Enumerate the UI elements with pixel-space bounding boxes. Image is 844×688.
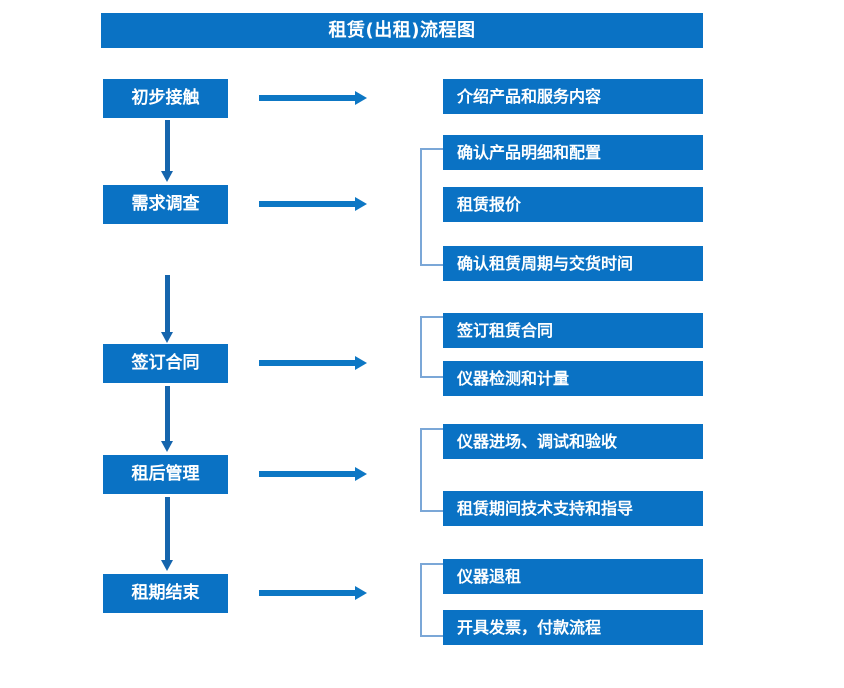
task-label: 租赁报价: [457, 194, 522, 214]
arrow-shaft: [259, 95, 356, 101]
task-box-instrument-entry-commissioning-acceptance[interactable]: 仪器进场、调试和验收: [443, 424, 703, 459]
stage-label: 租后管理: [131, 464, 200, 484]
stage-box-post-rental-management[interactable]: 租后管理: [103, 455, 228, 494]
task-box-rental-quotation[interactable]: 租赁报价: [443, 187, 703, 222]
arrow-head-icon: [355, 91, 367, 105]
task-label: 签订租赁合同: [457, 320, 554, 340]
stage-box-requirement-survey[interactable]: 需求调查: [103, 185, 228, 224]
arrow-head-icon: [355, 356, 367, 370]
arrow-shaft: [259, 471, 356, 477]
chart-title-banner: 租赁(出租)流程图: [101, 13, 703, 48]
arrow-head-icon: [161, 560, 173, 571]
horizontal-arrow-post-rental: [259, 467, 367, 481]
arrow-shaft: [165, 275, 170, 332]
stage-label: 初步接触: [131, 88, 200, 108]
task-label: 开具发票，付款流程: [457, 617, 602, 637]
vertical-arrow-postrental-to-endterm: [161, 497, 173, 571]
stage-label: 租期结束: [131, 583, 200, 603]
horizontal-arrow-sign-contract: [259, 356, 367, 370]
task-box-confirm-product-details[interactable]: 确认产品明细和配置: [443, 135, 703, 170]
arrow-shaft: [259, 360, 356, 366]
stage-box-initial-contact[interactable]: 初步接触: [103, 79, 228, 118]
task-box-technical-support-during-rental[interactable]: 租赁期间技术支持和指导: [443, 491, 703, 526]
arrow-head-icon: [161, 332, 173, 343]
vertical-arrow-survey-to-contract: [161, 275, 173, 343]
task-label: 介绍产品和服务内容: [457, 86, 602, 106]
arrow-shaft: [165, 120, 170, 171]
group-bracket-requirement-tasks: [420, 148, 443, 266]
horizontal-arrow-end-of-term: [259, 586, 367, 600]
stage-box-sign-contract[interactable]: 签订合同: [103, 344, 228, 383]
task-box-confirm-rental-period-delivery[interactable]: 确认租赁周期与交货时间: [443, 246, 703, 281]
arrow-shaft: [165, 386, 170, 441]
task-box-introduce-products-services[interactable]: 介绍产品和服务内容: [443, 79, 703, 114]
task-box-sign-rental-contract[interactable]: 签订租赁合同: [443, 313, 703, 348]
task-box-instrument-return[interactable]: 仪器退租: [443, 559, 703, 594]
page-title: 租赁(出租)流程图: [328, 19, 476, 41]
stage-label: 签订合同: [131, 353, 200, 373]
group-bracket-post-rental-tasks: [420, 428, 443, 512]
arrow-head-icon: [161, 441, 173, 452]
arrow-head-icon: [355, 586, 367, 600]
stage-label: 需求调查: [131, 194, 200, 214]
arrow-head-icon: [355, 467, 367, 481]
task-label: 确认产品明细和配置: [457, 142, 602, 162]
group-bracket-end-of-term-tasks: [420, 563, 443, 637]
task-box-invoice-and-payment-process[interactable]: 开具发票，付款流程: [443, 610, 703, 645]
horizontal-arrow-initial-contact: [259, 91, 367, 105]
group-bracket-contract-tasks: [420, 316, 443, 378]
arrow-shaft: [259, 590, 356, 596]
task-box-instrument-inspection-metering[interactable]: 仪器检测和计量: [443, 361, 703, 396]
horizontal-arrow-requirement-survey: [259, 197, 367, 211]
task-label: 租赁期间技术支持和指导: [457, 498, 634, 518]
arrow-head-icon: [161, 171, 173, 182]
task-label: 仪器退租: [457, 566, 522, 586]
task-label: 确认租赁周期与交货时间: [457, 253, 634, 273]
vertical-arrow-contract-to-postrental: [161, 386, 173, 452]
vertical-arrow-contact-to-survey: [161, 120, 173, 182]
arrow-head-icon: [355, 197, 367, 211]
task-label: 仪器检测和计量: [457, 368, 570, 388]
stage-box-end-of-rental-term[interactable]: 租期结束: [103, 574, 228, 613]
task-label: 仪器进场、调试和验收: [457, 431, 618, 451]
arrow-shaft: [165, 497, 170, 560]
arrow-shaft: [259, 201, 356, 207]
